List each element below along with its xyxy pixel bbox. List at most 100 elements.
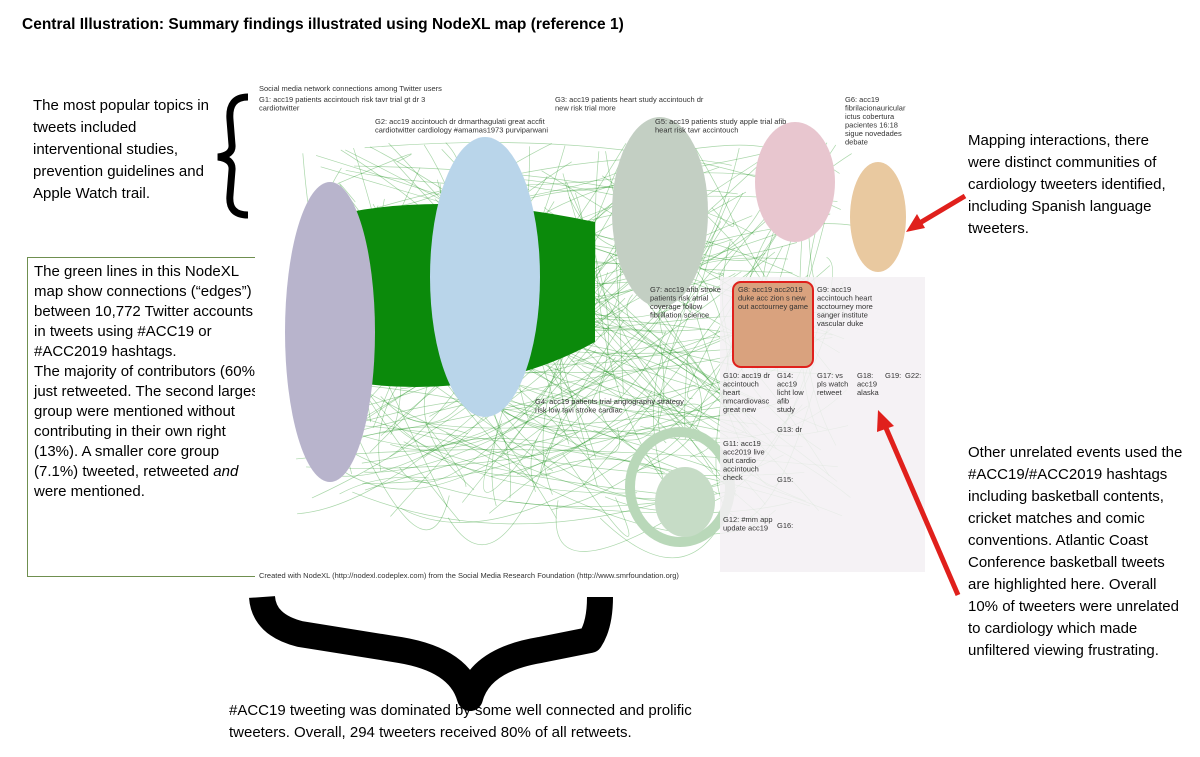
group-label-g2: cardiotwitter cardiology #amamas1973 pur… (375, 126, 548, 135)
group-label-g9: accintouch heart (817, 294, 873, 303)
edges-info-box: The green lines in this NodeXL map show … (27, 257, 273, 577)
communities-note: Mapping interactions, there were distinc… (968, 132, 1166, 237)
group-label-g10: great new (723, 405, 757, 414)
group-label-g19: G19: (885, 371, 901, 380)
popular-topics-note: The most popular topics in tweets includ… (33, 97, 209, 202)
group-label-g14: G14: (777, 371, 793, 380)
group-label-g12: update acc19 (723, 524, 768, 533)
network-edge (540, 320, 625, 477)
group-label-g12: G12: #mm app (723, 515, 773, 524)
network-edge (352, 454, 784, 525)
network-edge (398, 428, 675, 496)
group-label-g5: heart risk tavr accintouch (655, 126, 738, 135)
group-label-g2: G2: acc19 accintouch dr drmarthagulati g… (375, 117, 546, 126)
unrelated-events-note: Other unrelated events used the #ACC19/#… (968, 444, 1183, 659)
group-label-g1: G1: acc19 patients accintouch risk tavr … (259, 95, 425, 104)
group-label-g13: G13: dr (777, 425, 803, 434)
group-label-g14: afib (777, 397, 789, 406)
group-label-g17: retweet (817, 388, 843, 397)
network-edge (626, 294, 721, 391)
map-footer: Created with NodeXL (http://nodexl.codep… (259, 571, 679, 580)
group-label-g3: new risk trial more (555, 104, 616, 113)
group-label-g14: licht low (777, 388, 804, 397)
network-edge (362, 331, 667, 484)
group-label-g10: accintouch (723, 380, 759, 389)
network-edge (361, 192, 744, 464)
group-label-g7: fibrillation science (650, 311, 709, 320)
group-label-g8: G8: acc19 acc2019 (738, 285, 803, 294)
group-label-g22: G22: (905, 371, 921, 380)
arrow-spanish-cluster (916, 193, 967, 227)
nodexl-network-map: Social media network connections among T… (255, 82, 927, 582)
group-label-g17: G17: vs (817, 371, 843, 380)
network-edge (337, 153, 412, 184)
network-edge (399, 337, 591, 483)
edges-note: The green lines in this NodeXL map show … (34, 263, 254, 360)
group-label-g16: G16: (777, 521, 793, 530)
network-edge (447, 417, 562, 546)
network-edge (516, 403, 702, 475)
group-label-g4: G4: acc19 patients trial angiography str… (535, 397, 684, 406)
group-label-g15: G15: (777, 475, 793, 484)
group-label-g10: heart (723, 388, 741, 397)
cluster-g1 (285, 182, 375, 482)
network-edge (354, 165, 755, 235)
network-edge (695, 148, 735, 227)
group-label-g11: check (723, 473, 743, 482)
cluster-g3 (612, 117, 708, 307)
group-label-g14: acc19 (777, 380, 797, 389)
network-edge (345, 152, 765, 186)
group-label-g7: G7: acc19 afib stroke (650, 285, 721, 294)
network-edge (349, 419, 450, 531)
network-edge (403, 390, 653, 477)
bottom-brace-icon (249, 595, 613, 711)
group-label-g9: vascular duke (817, 319, 863, 328)
acc-basketball-highlight (732, 281, 814, 368)
prolific-tweeters-note: #ACC19 tweeting was dominated by some we… (229, 702, 692, 741)
network-edge (530, 385, 620, 492)
group-label-g4: risk low tavi stroke cardiac (535, 406, 623, 415)
network-edge (361, 381, 638, 494)
group-label-g6: fibrilacionauricular (845, 104, 906, 113)
network-edge (491, 406, 505, 506)
group-label-g6: sigue novedades (845, 129, 902, 138)
group-label-g5: G5: acc19 patients study apple trial afi… (655, 117, 786, 126)
group-label-g17: pls watch (817, 380, 848, 389)
group-label-g10: nmcardiovasc (723, 397, 770, 406)
network-edge (632, 360, 702, 473)
group-label-g6: pacientes 16:18 (845, 121, 898, 130)
group-label-g6: debate (845, 138, 868, 147)
group-label-g18: acc19 (857, 380, 877, 389)
network-edge (339, 183, 362, 215)
contributors-note: The majority of contributors (60%) just … (34, 363, 264, 500)
network-edge (562, 453, 630, 537)
network-edge (319, 367, 680, 442)
network-edge (339, 476, 429, 495)
group-label-g6: ictus cobertura (845, 112, 895, 121)
group-label-g6: G6: acc19 (845, 95, 879, 104)
group-label-g3: G3: acc19 patients heart study accintouc… (555, 95, 704, 104)
network-edge (493, 391, 620, 455)
cluster-g5 (755, 122, 835, 242)
group-label-g9: acctourney more (817, 302, 873, 311)
network-edge (653, 247, 736, 492)
network-edge (390, 366, 617, 451)
group-label-g8: out acctourney game (738, 302, 808, 311)
group-label-g1: cardiotwitter (259, 104, 300, 113)
cluster-g2 (430, 137, 540, 417)
network-edge (488, 375, 752, 514)
network-edge (593, 342, 665, 441)
group-label-g11: out cardio (723, 456, 756, 465)
group-label-g7: coverage follow (650, 302, 703, 311)
arrow-basketball-cluster (883, 427, 961, 596)
group-label-g11: G11: acc19 (723, 439, 761, 448)
group-label-g18: G18: (857, 371, 873, 380)
network-edge (599, 357, 696, 475)
figure-title: Central Illustration: Summary findings i… (22, 16, 624, 33)
group-label-g11: acc2019 live (723, 448, 765, 457)
group-label-g7: patients risk atrial (650, 294, 709, 303)
group-label-g8: duke acc zion s new (738, 294, 806, 303)
map-heading: Social media network connections among T… (259, 84, 442, 93)
network-edge (364, 431, 579, 491)
